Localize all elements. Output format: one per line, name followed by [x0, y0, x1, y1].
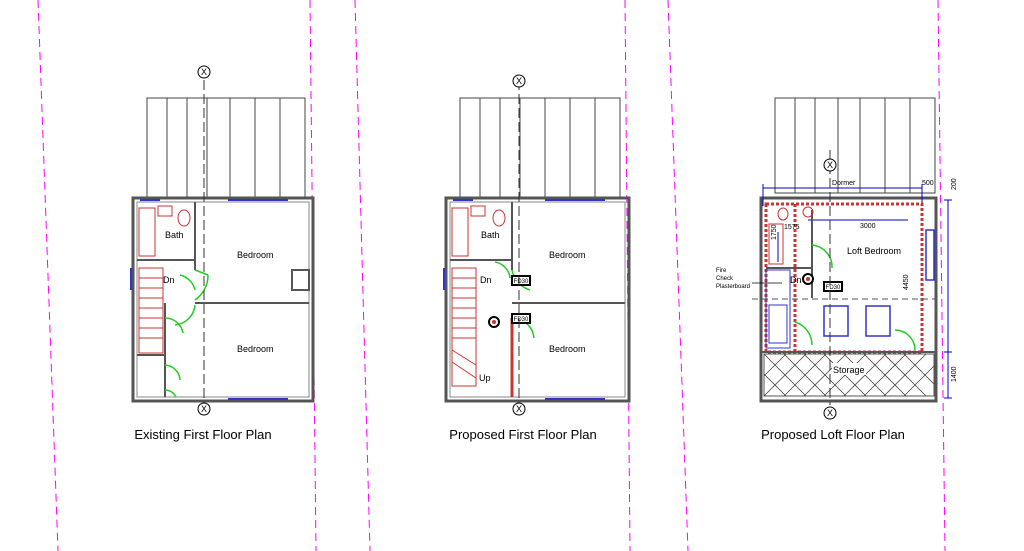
- tag-label: FD30: [826, 285, 841, 291]
- tag-label: FD30: [514, 317, 529, 323]
- grid-marker-bottom: X: [197, 402, 211, 416]
- dormer-dimension: [762, 184, 923, 221]
- partitions: [450, 202, 625, 304]
- outer-wall: [444, 196, 631, 403]
- tag-label: FD30: [514, 279, 529, 285]
- plan-existing-first-floor: X X Bath Dn Bedroom Bedroom Existing Fir…: [130, 65, 315, 442]
- stair: [765, 269, 791, 349]
- room-label-dormer: Dormer: [832, 180, 856, 187]
- dimension-label: 1400: [951, 366, 958, 382]
- windows: [130, 199, 288, 400]
- ensuite-fixtures: [768, 206, 814, 265]
- grid-marker-top: X: [823, 158, 837, 172]
- marker-label: X: [516, 76, 522, 86]
- dimension-label: 4450: [903, 274, 910, 290]
- room-label-bedroom: Bedroom: [549, 344, 586, 354]
- dimension-label: 500: [922, 180, 934, 187]
- smoke-detector-icon: [488, 316, 500, 328]
- room-label-dn: Dn: [480, 275, 492, 285]
- doors: [164, 269, 209, 398]
- stair: [451, 267, 477, 387]
- stair: [138, 267, 164, 354]
- grid-line: [37, 0, 59, 551]
- windows: [443, 199, 605, 400]
- plan-proposed-loft-floor: FD30 X X Dormer Loft Bedroom Dn Storage …: [716, 97, 958, 442]
- roof-outline: [459, 97, 621, 199]
- roof-outline: [146, 97, 306, 199]
- grid-line: [354, 0, 371, 551]
- grid-line: [937, 0, 946, 551]
- grid-marker-bottom: X: [823, 406, 837, 420]
- marker-label: X: [201, 67, 207, 77]
- smoke-detector-icon: [802, 273, 814, 285]
- grid-marker-bottom: X: [512, 402, 526, 416]
- room-label-bath: Bath: [165, 230, 184, 240]
- bath-fixtures: [451, 205, 506, 257]
- dimension-label: 1750: [771, 224, 778, 240]
- marker-label: X: [827, 160, 833, 170]
- grid-line: [667, 0, 689, 551]
- room-label-bedroom: Bedroom: [237, 344, 274, 354]
- note-line: Fire: [716, 268, 727, 274]
- outer-wall: [131, 196, 315, 403]
- door-tag-fd30: FD30: [511, 313, 531, 324]
- doors: [794, 244, 916, 351]
- storage-area: [763, 353, 935, 397]
- door-tag-fd30: FD30: [823, 281, 843, 292]
- room-label-storage: Storage: [833, 365, 865, 375]
- marker-label: X: [516, 404, 522, 414]
- room-label-bedroom: Bedroom: [549, 250, 586, 260]
- marker-label: X: [201, 404, 207, 414]
- room-label-up: Up: [479, 373, 491, 383]
- dimension-label: 3000: [860, 223, 876, 230]
- plan-title: Proposed Loft Floor Plan: [761, 427, 905, 442]
- plan-title: Proposed First Floor Plan: [449, 427, 596, 442]
- plan-title: Existing First Floor Plan: [134, 427, 271, 442]
- note-line: Plasterboard: [716, 284, 750, 290]
- inner-wall-line: [449, 201, 626, 398]
- partitions: [137, 202, 310, 397]
- plan-proposed-first-floor: FD30 FD30 X X Bath Dn Up Bedroom Bedroom…: [443, 74, 631, 442]
- dimension-lines: [777, 199, 952, 399]
- roof-windows: [823, 229, 935, 337]
- dimension-label: 200: [951, 178, 958, 190]
- grid-marker-top: X: [197, 65, 211, 79]
- room-label-bath: Bath: [481, 230, 500, 240]
- dimension-label: 1575: [784, 224, 800, 231]
- roof-outline: [774, 97, 936, 194]
- inner-wall-line: [136, 201, 310, 398]
- grid-marker-top: X: [512, 74, 526, 88]
- room-label-dn: Dn: [790, 275, 802, 285]
- room-label-bedroom: Bedroom: [237, 250, 274, 260]
- marker-label: X: [827, 408, 833, 418]
- doors: [494, 261, 535, 339]
- room-label-loft-bedroom: Loft Bedroom: [847, 246, 901, 256]
- bath-fixtures: [138, 205, 191, 257]
- door-tag-fd30: FD30: [511, 275, 531, 286]
- room-label-dn: Dn: [163, 275, 175, 285]
- note-line: Check: [716, 276, 734, 282]
- grid-lines: [37, 0, 946, 551]
